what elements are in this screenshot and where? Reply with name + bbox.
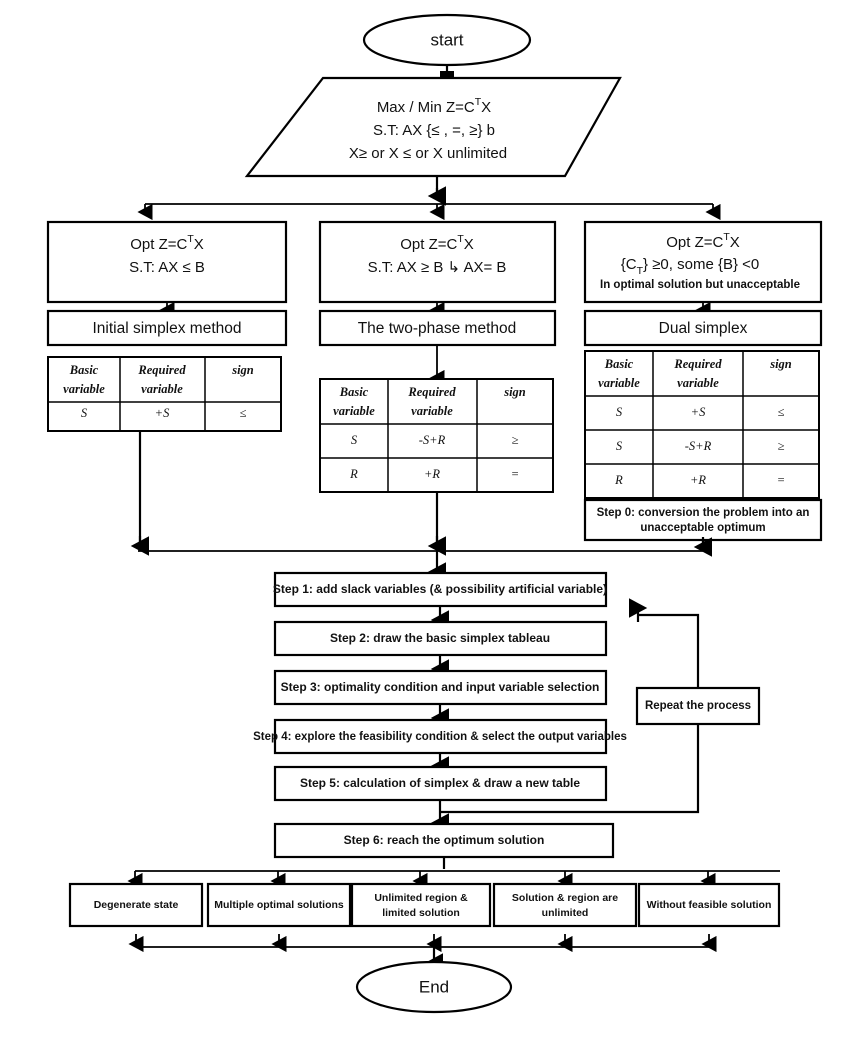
step1-label: Step 1: add slack variables (& possibili…: [273, 582, 607, 596]
end-terminator: [355, 960, 513, 1014]
right-condition-line1: Opt Z=CTX: [666, 231, 740, 251]
middle-table-header-1a: Required: [407, 385, 456, 399]
right-table-cell-r1c1: -S+R: [685, 439, 712, 453]
middle-table-cell-r0c2: ≥: [512, 433, 519, 447]
middle-condition-line1: Opt Z=CTX: [400, 233, 474, 253]
right-table-cell-r1c2: ≥: [778, 439, 785, 453]
right-table-cell-r2c1: +R: [690, 473, 706, 487]
outcome-box-3: [492, 882, 638, 928]
middle-table-cell-r1c1: +R: [424, 467, 440, 481]
left-table-header-0a: Basic: [69, 363, 99, 377]
step0-line2: unacceptable optimum: [640, 522, 765, 534]
outcome-label-2b: limited solution: [382, 907, 460, 919]
right-table-header-0b: variable: [598, 376, 640, 390]
start-label: start: [430, 30, 463, 49]
middle-table-header-2a: sign: [503, 385, 526, 399]
left-table-header-1a: Required: [137, 363, 186, 377]
input-line1: Max / Min Z=CTX: [377, 96, 491, 116]
middle-table-header-0b: variable: [333, 404, 375, 418]
outcome-box-4: [637, 882, 781, 928]
left-table-cell-r0c0: S: [81, 406, 88, 420]
left-condition-box: [46, 220, 288, 304]
outcome-label-0a: Degenerate state: [94, 899, 179, 911]
step6-label: Step 6: reach the optimum solution: [344, 833, 545, 847]
right-table-header-2a: sign: [769, 357, 792, 371]
left-condition-line2: S.T: AX ≤ B: [129, 259, 205, 276]
right-method-label: Dual simplex: [659, 320, 748, 337]
end-label: End: [419, 977, 449, 996]
step0-line1: Step 0: conversion the problem into an: [597, 507, 810, 519]
middle-table-header-1b: variable: [411, 404, 453, 418]
left-table-cell-r0c2: ≤: [240, 406, 247, 420]
middle-table-cell-r1c2: =: [511, 467, 519, 481]
outcome-box-2: [350, 882, 492, 928]
right-method-box: [583, 309, 823, 347]
outcome-label-3b: unlimited: [542, 907, 589, 919]
outcome-label-4a: Without feasible solution: [647, 899, 772, 911]
outcome-label-2a: Unlimited region &: [374, 892, 468, 904]
left-table-header-0b: variable: [63, 382, 105, 396]
arrow-start-to-input: [440, 71, 454, 78]
left-table: [47, 356, 282, 432]
right-condition-line3: In optimal solution but unacceptable: [600, 279, 800, 291]
middle-method-label: The two-phase method: [358, 320, 517, 337]
outcome-box-0: [68, 882, 204, 928]
step2-label: Step 2: draw the basic simplex tableau: [330, 631, 550, 645]
repeat-process-box: [635, 686, 761, 726]
middle-table: [319, 378, 554, 493]
left-method-label: Initial simplex method: [92, 320, 241, 337]
middle-condition-box: [318, 220, 557, 304]
step6-box: [273, 822, 615, 859]
right-condition-box: [583, 220, 823, 304]
step5-box: [273, 765, 608, 802]
right-condition-line2: {CT} ≥0, some {B} <0: [621, 256, 760, 277]
step1-box: [273, 571, 608, 608]
middle-condition-line2: S.T: AX ≥ B ↳ AX= B: [368, 259, 507, 276]
right-table-cell-r1c0: S: [616, 439, 623, 453]
right-table-header-1a: Required: [673, 357, 722, 371]
left-condition-line1: Opt Z=CTX: [130, 233, 204, 253]
middle-table-header-0a: Basic: [339, 385, 369, 399]
right-table-cell-r0c1: +S: [691, 405, 706, 419]
right-table-header-0a: Basic: [604, 357, 634, 371]
step3-label: Step 3: optimality condition and input v…: [281, 680, 600, 694]
input-line3: X≥ or X ≤ or X unlimited: [349, 145, 507, 162]
outcome-label-1a: Multiple optimal solutions: [214, 899, 344, 911]
step3-box: [273, 669, 608, 706]
middle-table-cell-r0c1: -S+R: [419, 433, 446, 447]
right-table-cell-r0c0: S: [616, 405, 623, 419]
input-parallelogram: [244, 76, 622, 178]
right-table-cell-r2c2: =: [777, 473, 785, 487]
step4-box: [273, 718, 608, 755]
left-table-header-2a: sign: [231, 363, 254, 377]
right-table-header-1b: variable: [677, 376, 719, 390]
middle-table-cell-r0c0: S: [351, 433, 358, 447]
step5-label: Step 5: calculation of simplex & draw a …: [300, 776, 580, 790]
left-table-header-1b: variable: [141, 382, 183, 396]
left-table-cell-r0c1: +S: [155, 406, 170, 420]
middle-method-box: [318, 309, 557, 347]
outcome-box-1: [206, 882, 352, 928]
middle-table-cell-r1c0: R: [349, 467, 358, 481]
right-table-cell-r2c0: R: [614, 473, 623, 487]
right-table: [584, 350, 820, 499]
left-method-box: [46, 309, 288, 347]
step0-box: [583, 498, 823, 542]
outcome-label-3a: Solution & region are: [512, 892, 618, 904]
right-table-cell-r0c2: ≤: [778, 405, 785, 419]
repeat-process-label: Repeat the process: [645, 700, 751, 712]
input-line2: S.T: AX {≤ , =, ≥} b: [373, 122, 495, 139]
step4-label: Step 4: explore the feasibility conditio…: [253, 731, 627, 743]
